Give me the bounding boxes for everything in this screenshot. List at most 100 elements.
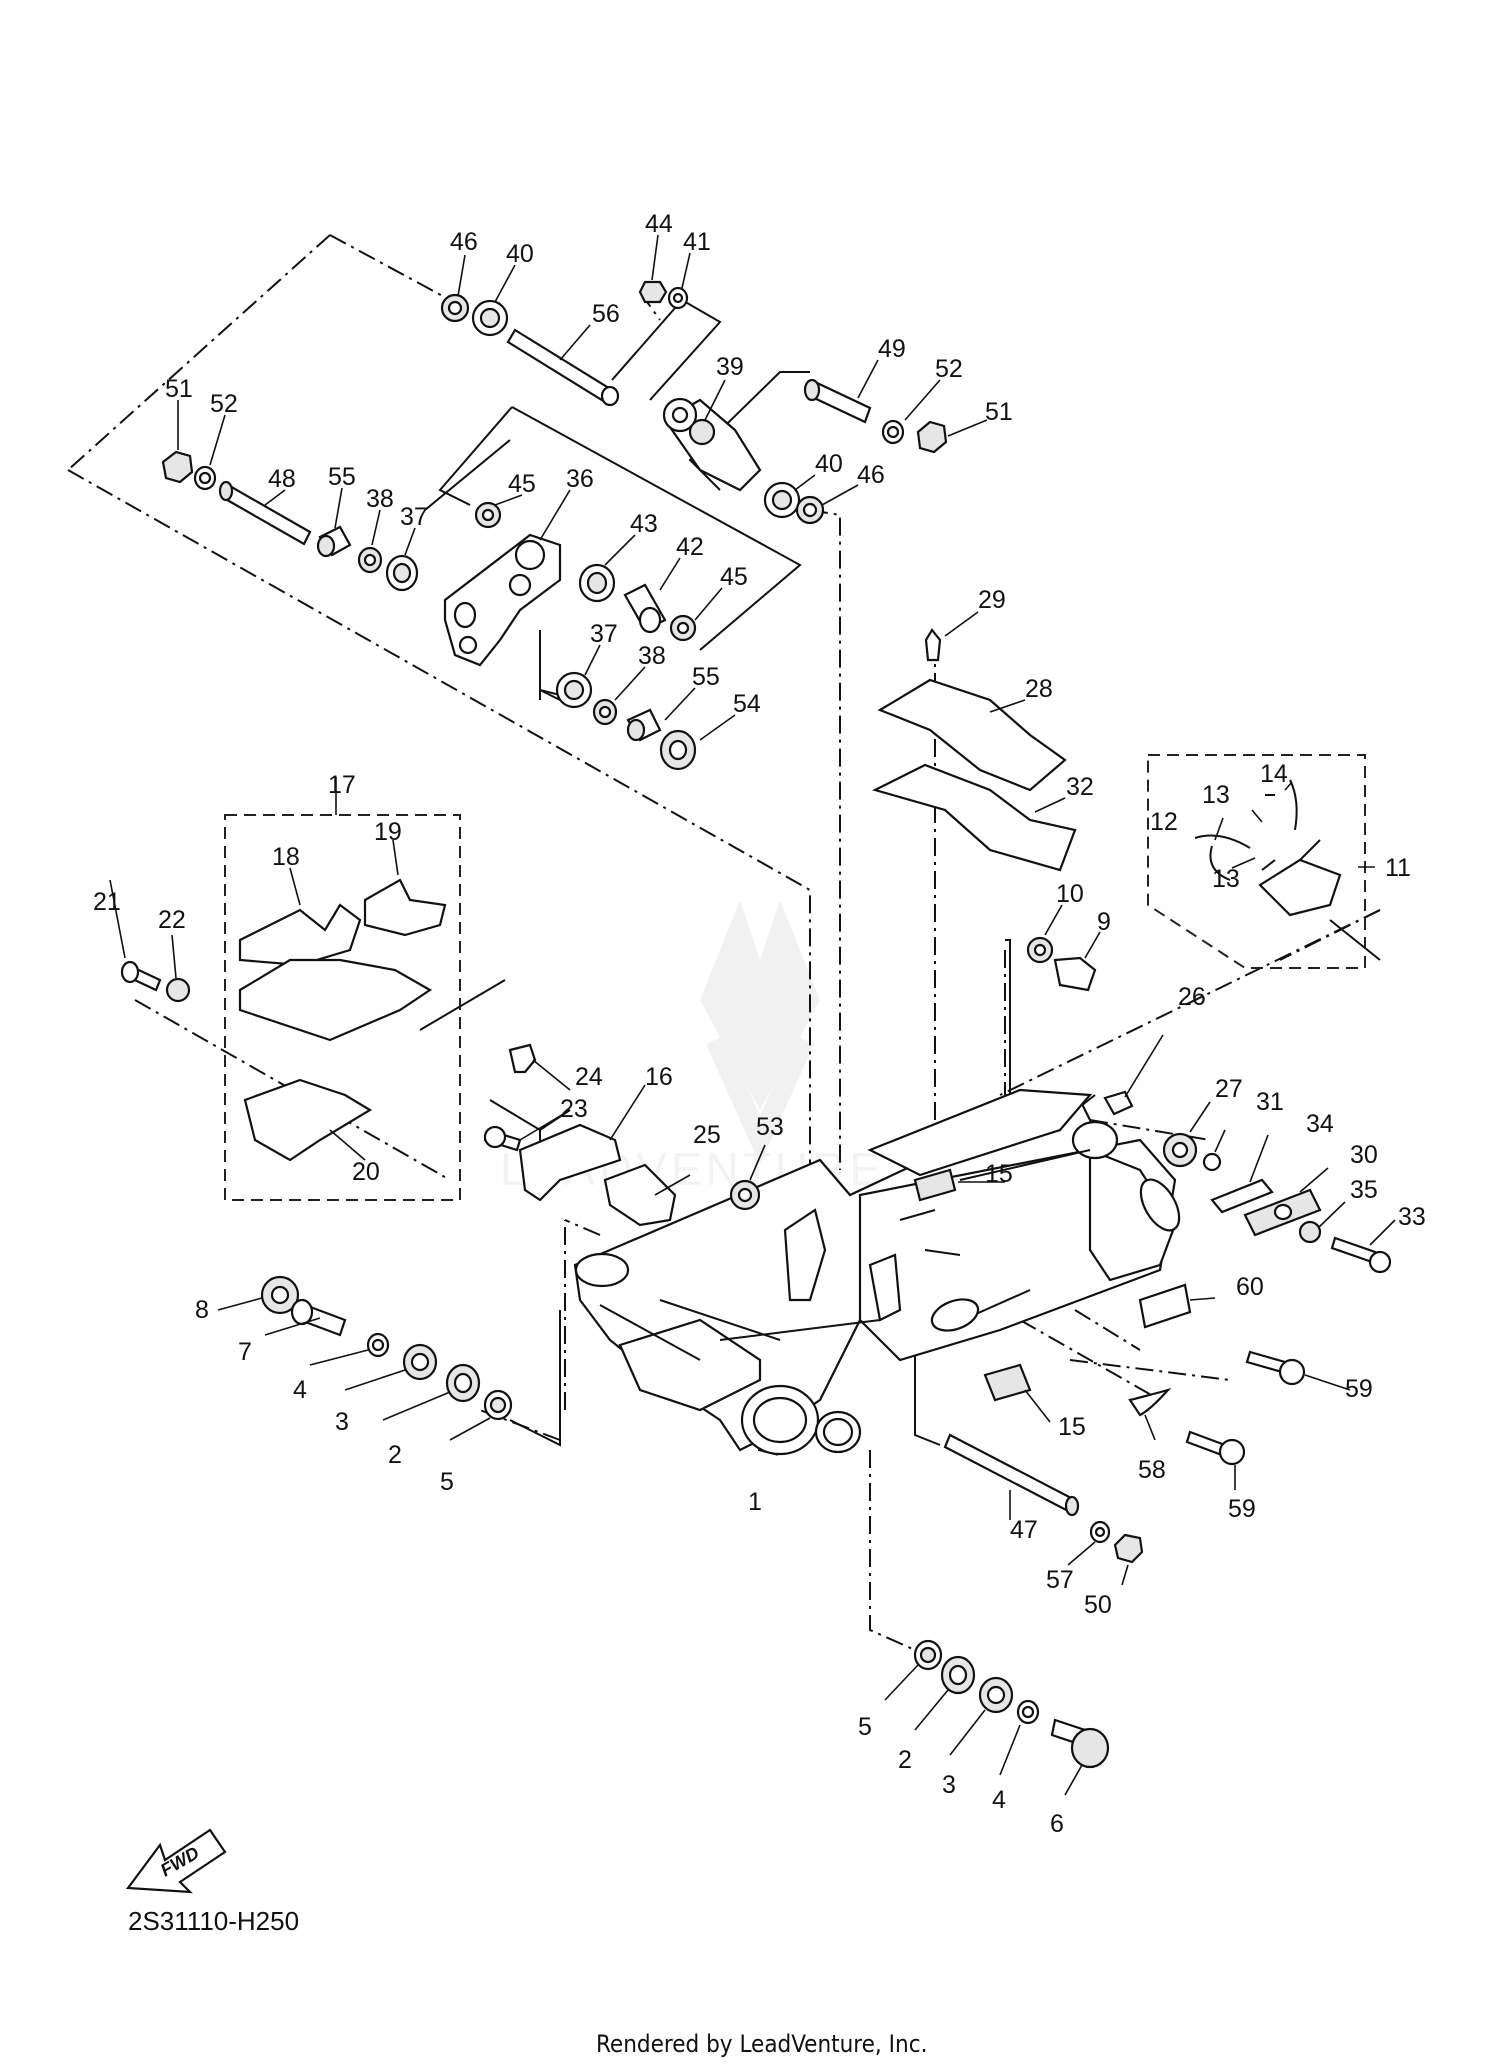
- part-3-bearing-right: [978, 1676, 1014, 1714]
- callout-30: 30: [1350, 1141, 1378, 1169]
- callout-5-right: 5: [858, 1713, 872, 1741]
- part-52-washer-left: [193, 465, 217, 491]
- part-5-seal-left: [483, 1389, 513, 1421]
- callout-3-right: 3: [942, 1771, 956, 1799]
- callout-55-left: 55: [328, 463, 356, 491]
- part-51-nut-left: [161, 450, 194, 484]
- part-24-rivet: [508, 1043, 537, 1074]
- part-16-bracket: [518, 1123, 622, 1202]
- part-37-bearing-left: [385, 554, 419, 592]
- callout-27: 27: [1215, 1075, 1243, 1103]
- part-10-collar: [1026, 936, 1054, 964]
- callout-5-left: 5: [440, 1468, 454, 1496]
- callout-28: 28: [1025, 675, 1053, 703]
- part-34-plate: [1210, 1178, 1274, 1214]
- part-37-bearing-lower: [555, 671, 593, 709]
- part-45-collar-upper: [474, 501, 502, 529]
- callout-2-right: 2: [898, 1746, 912, 1774]
- part-54-nut: [659, 729, 697, 771]
- callout-32: 32: [1066, 773, 1094, 801]
- part-29-rivet: [924, 628, 942, 662]
- part-5-seal-right: [913, 1639, 943, 1671]
- part-47-shaft: [943, 1433, 1080, 1517]
- callout-33: 33: [1398, 1203, 1426, 1231]
- callout-13-upper: 13: [1202, 781, 1230, 809]
- part-44-nut: [638, 280, 668, 304]
- part-50-nut: [1113, 1533, 1144, 1564]
- part-59-bolt-lower: [1185, 1430, 1246, 1466]
- callout-9: 9: [1097, 908, 1111, 936]
- callout-49: 49: [878, 335, 906, 363]
- part-46-collar-right: [795, 495, 825, 525]
- callout-42: 42: [676, 533, 704, 561]
- callout-59-lower: 59: [1228, 1495, 1256, 1523]
- callout-54: 54: [733, 690, 761, 718]
- callout-13-lower: 13: [1212, 865, 1240, 893]
- part-42-collar: [623, 583, 667, 634]
- callout-45-upper: 45: [508, 470, 536, 498]
- callout-17: 17: [328, 771, 356, 799]
- callout-46-right: 46: [857, 461, 885, 489]
- part-22-collar: [165, 977, 191, 1003]
- callout-15-lower: 15: [1058, 1413, 1086, 1441]
- callout-19: 19: [374, 818, 402, 846]
- part-45-collar-lower: [669, 614, 697, 642]
- callout-7: 7: [238, 1338, 252, 1366]
- callout-2-left: 2: [388, 1441, 402, 1469]
- callout-15-upper: 15: [985, 1160, 1013, 1188]
- part-55-collar-lower: [626, 708, 662, 742]
- part-15-cap-lower: [983, 1363, 1032, 1402]
- callout-46-top: 46: [450, 228, 478, 256]
- part-36-relay-arm: [443, 533, 562, 667]
- callout-12: 12: [1150, 808, 1178, 836]
- part-32-plate: [871, 763, 1077, 872]
- part-6-bolt: [1050, 1718, 1110, 1769]
- callout-60: 60: [1236, 1273, 1264, 1301]
- callout-24: 24: [575, 1063, 603, 1091]
- callout-6: 6: [1050, 1810, 1064, 1838]
- callout-22: 22: [158, 906, 186, 934]
- callout-37-left: 37: [400, 503, 428, 531]
- part-41-washer: [667, 286, 689, 310]
- callout-55-lower: 55: [692, 663, 720, 691]
- part-4-washer-right: [1016, 1699, 1040, 1725]
- part-60-label: [1138, 1283, 1192, 1329]
- part-52-washer-right: [881, 419, 905, 445]
- callout-45-lower: 45: [720, 563, 748, 591]
- part-4-washer-left: [366, 1332, 390, 1358]
- callout-47: 47: [1010, 1516, 1038, 1544]
- callout-38-lower: 38: [638, 642, 666, 670]
- part-40-bearing-right: [763, 481, 801, 519]
- callout-56: 56: [592, 300, 620, 328]
- callout-20: 20: [352, 1158, 380, 1186]
- callout-11: 11: [1385, 854, 1411, 882]
- callout-40-top: 40: [506, 240, 534, 268]
- part-7-shaft: [290, 1298, 347, 1337]
- callout-29: 29: [978, 586, 1006, 614]
- part-46-collar-top: [440, 293, 470, 323]
- callout-51-right: 51: [985, 398, 1013, 426]
- callout-48: 48: [268, 465, 296, 493]
- callout-3-left: 3: [335, 1408, 349, 1436]
- callout-41: 41: [683, 228, 711, 256]
- part-8-nut: [260, 1275, 300, 1315]
- leader-lines: [109, 234, 1396, 1796]
- callout-59-upper: 59: [1345, 1375, 1373, 1403]
- swingarm-body: [573, 1088, 1181, 1456]
- part-27-collar: [1162, 1132, 1198, 1168]
- callout-44: 44: [645, 210, 673, 238]
- callout-4-left: 4: [293, 1376, 307, 1404]
- part-57-washer: [1089, 1520, 1111, 1544]
- part-2-bearing-right: [940, 1655, 976, 1695]
- callout-37-lower: 37: [590, 620, 618, 648]
- callout-39: 39: [716, 353, 744, 381]
- part-49-bolt: [803, 378, 872, 424]
- part-59-bolt-upper: [1245, 1350, 1306, 1386]
- part-9-bolt: [1053, 956, 1097, 992]
- part-38-seal-lower: [592, 698, 618, 726]
- part-40-bearing-top: [471, 299, 509, 337]
- part-3-bearing-left: [402, 1343, 438, 1381]
- footer-credit: Rendered by LeadVenture, Inc.: [596, 2030, 927, 2058]
- callout-21: 21: [93, 888, 121, 916]
